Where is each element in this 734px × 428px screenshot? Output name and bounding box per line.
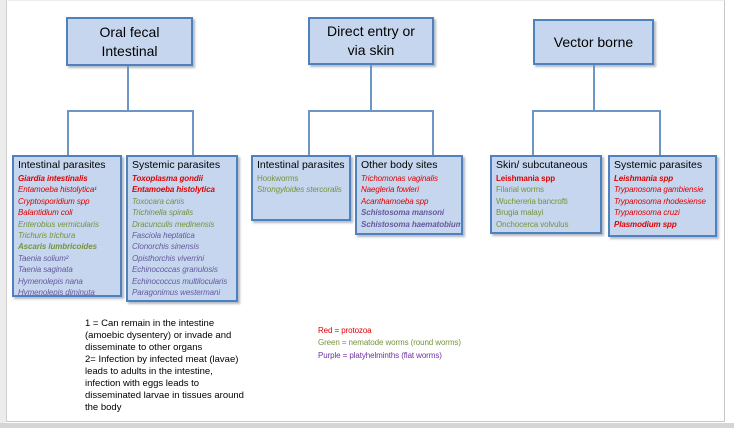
- connector-line: [432, 110, 434, 155]
- node-label-line: Direct entry or: [327, 23, 415, 39]
- legend-item: Red = protozoa: [318, 326, 372, 335]
- group-title: Systemic parasites: [614, 159, 703, 171]
- footnote-line: disseminate to other organs: [85, 342, 203, 353]
- species-item: Paragonimus westermani: [132, 288, 221, 298]
- group-title: Other body sites: [361, 159, 438, 171]
- species-item: Trichuris trichura: [18, 231, 76, 241]
- footnote-line: disseminated larvae in tissues around: [85, 390, 244, 401]
- connector-line: [532, 110, 661, 112]
- species-item: Trichomonas vaginalis: [361, 174, 438, 183]
- footnote-line: the body: [85, 402, 122, 413]
- species-item: Cryptosporidium spp: [18, 196, 90, 206]
- species-item: Brugia malayi: [496, 208, 544, 218]
- window-left-margin: [0, 0, 6, 423]
- node-label-line: via skin: [347, 42, 395, 58]
- species-item: Toxocara canis: [132, 196, 185, 206]
- node-oral-fecal-intestinal: Oral fecal Intestinal: [66, 17, 193, 66]
- node-label-line: Intestinal: [101, 42, 158, 59]
- species-item: Schistosoma haematobium: [361, 219, 463, 229]
- connector-line: [192, 110, 194, 155]
- group-title: Systemic parasites: [132, 159, 221, 171]
- species-item: Entamoeba histolytica: [132, 185, 215, 195]
- species-item: Hymenolepis diminuta: [18, 288, 95, 297]
- species-item: Filarial worms: [496, 185, 544, 195]
- species-item: Hookworms: [257, 174, 299, 183]
- footnotes: 1 = Can remain in the intestine(amoebic …: [85, 318, 335, 414]
- species-item: Trypanosoma gambiensie: [614, 185, 704, 195]
- connector-line: [67, 110, 194, 112]
- species-item: Ascaris lumbricoides: [18, 242, 97, 252]
- group-title: Intestinal parasites: [18, 159, 106, 171]
- species-item: Entamoeba histolytica¹: [18, 185, 97, 195]
- species-item: Leishmania spp: [614, 174, 674, 183]
- footnote-line: 2= Infection by infected meat (lavae): [85, 354, 239, 365]
- species-item: Acanthamoeba spp: [361, 196, 429, 206]
- node-label-line: Oral fecal: [99, 23, 160, 40]
- species-item: Echinococcus multilocularis: [132, 276, 228, 286]
- species-item: Clonorchis sinensis: [132, 242, 200, 252]
- species-item: Trypanosoma rhodesiense: [614, 196, 706, 206]
- species-item: Echinococcas granulosis: [132, 265, 218, 275]
- connector-line: [370, 65, 372, 110]
- species-item: Taenia solium²: [18, 253, 69, 263]
- footnote-line: infection with eggs leads to: [85, 378, 200, 389]
- group-title: Intestinal parasites: [257, 159, 345, 171]
- species-item: Hymenolepis nana: [18, 276, 83, 286]
- species-item: Taenia saginata: [18, 265, 73, 275]
- connector-line: [532, 110, 534, 155]
- species-item: Strongyloides stercoralis: [257, 185, 342, 195]
- species-item: Giardia intestinalis: [18, 174, 88, 183]
- node-vector-borne: Vector borne: [533, 19, 654, 65]
- group-box-intestinal-parasites-oral: Intestinal parasites Giardia intestinali…: [12, 155, 122, 297]
- species-item: Trichinella spiralis: [132, 208, 193, 218]
- species-item: Naegleria fowleri: [361, 185, 419, 195]
- species-item: Schistosoma mansoni: [361, 208, 445, 218]
- footnote-line: 1 = Can remain in the intestine: [85, 318, 215, 329]
- footnote-line: (amoebic dysentery) or invade and: [85, 330, 232, 341]
- legend-item: Purple = platyhelminths (flat worms): [318, 350, 442, 360]
- species-item: Balantidium coli: [18, 208, 73, 218]
- connector-line: [308, 110, 310, 155]
- window-bottom-margin: [0, 423, 734, 428]
- node-label-line: Vector borne: [553, 33, 634, 50]
- species-item: Enterobius vermicularis: [18, 219, 99, 229]
- footnote-line: leads to adults in the intestine,: [85, 366, 213, 377]
- connector-line: [593, 65, 595, 110]
- node-direct-entry-via-skin: Direct entry or via skin: [308, 17, 434, 65]
- species-item: Trypanosoma cruzi: [614, 208, 680, 218]
- connector-line: [308, 110, 434, 112]
- species-item: Onchocerca volvulus: [496, 219, 569, 229]
- species-item: Plasmodium spp: [614, 219, 677, 229]
- species-item: Toxoplasma gondii: [132, 174, 203, 183]
- species-item: Leishmania spp: [496, 174, 556, 183]
- species-item: Wuchereria bancrofti: [496, 196, 568, 206]
- connector-line: [659, 110, 661, 155]
- species-item: Fasciola heptatica: [132, 231, 195, 241]
- connector-line: [67, 110, 69, 155]
- legend-item: Green = nematode worms (round worms): [318, 338, 461, 348]
- species-item: Opisthorchis viverrini: [132, 253, 205, 263]
- group-title: Skin/ subcutaneous: [496, 159, 588, 171]
- species-item: Dracunculis medinensis: [132, 219, 215, 229]
- connector-line: [127, 66, 129, 110]
